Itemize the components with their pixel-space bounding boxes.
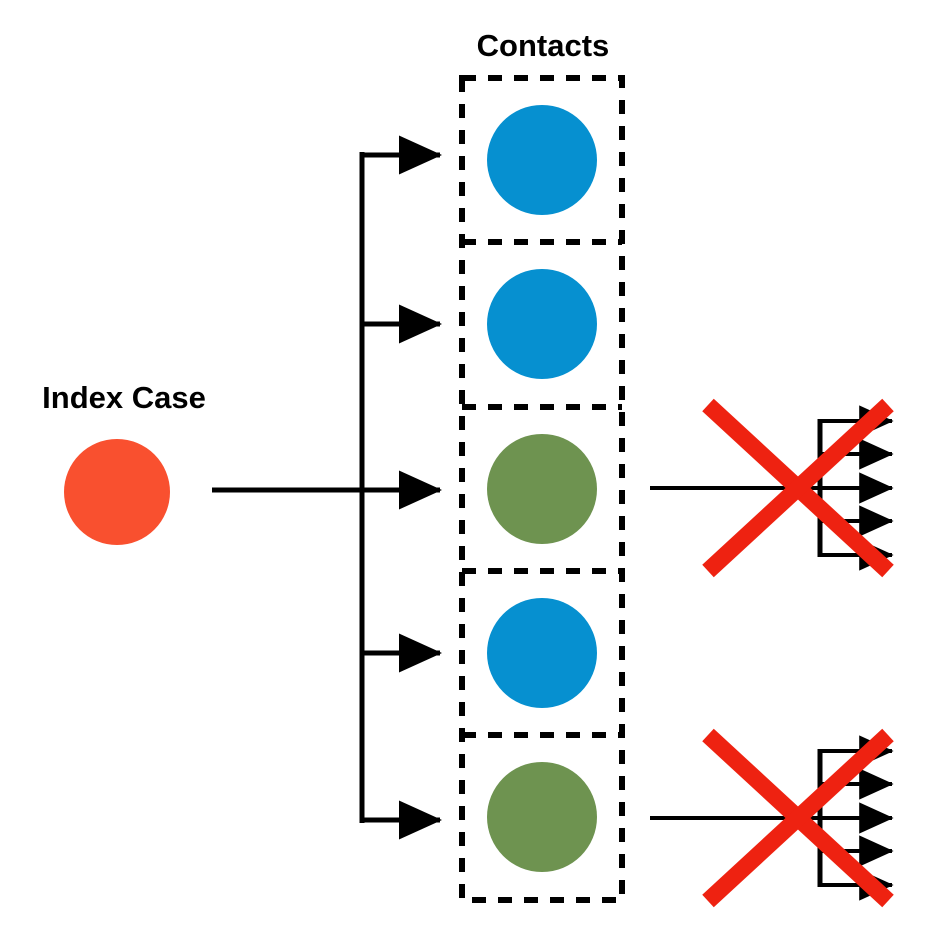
contact-circle-2[interactable] [487, 269, 597, 379]
secondary-spread-group-bottom [650, 728, 894, 908]
index-case-circle[interactable] [64, 439, 170, 545]
blocked-cross-bottom [702, 728, 894, 908]
contacts-outer-box [459, 75, 625, 903]
contacts-dashed-grid [459, 75, 625, 903]
contact-circle-4[interactable] [487, 598, 597, 708]
cross-stroke-top-b [702, 398, 894, 578]
contact-circle-1[interactable] [487, 105, 597, 215]
contact-circle-3[interactable] [487, 434, 597, 544]
contact-circle-5[interactable] [487, 762, 597, 872]
contacts-group: Contacts [459, 28, 625, 903]
secondary-spread-group-top [650, 398, 894, 578]
cross-stroke-bottom-b [702, 728, 894, 908]
index-case-group: Index Case [42, 380, 206, 545]
index-case-label: Index Case [42, 380, 206, 415]
primary-transmission-branch [212, 135, 443, 840]
contacts-title: Contacts [477, 28, 610, 63]
blocked-cross-top [702, 398, 894, 578]
